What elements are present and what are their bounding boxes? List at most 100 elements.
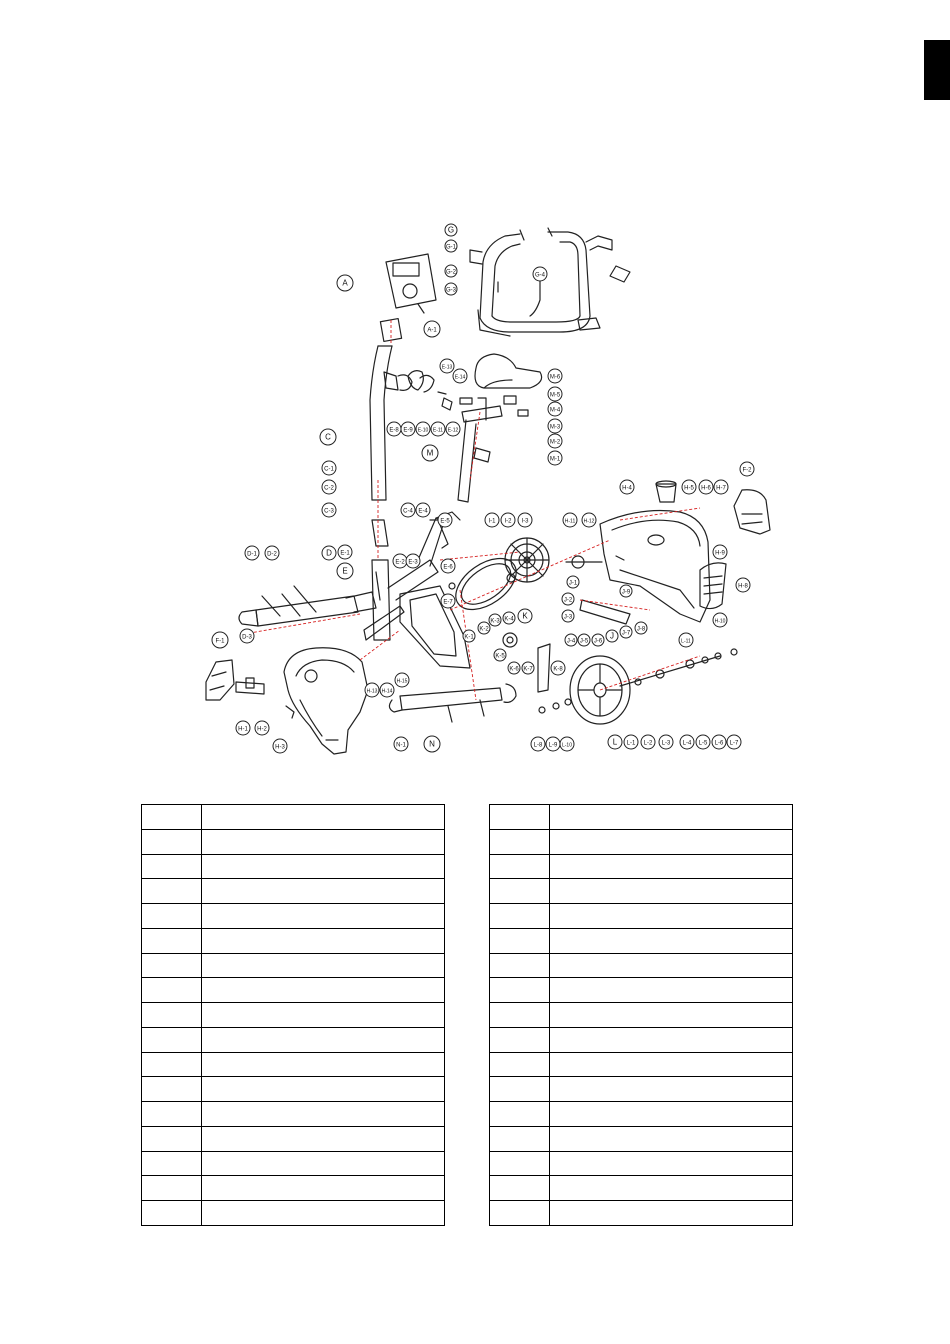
callout-l-1: L-1 [623, 734, 639, 750]
callout-label: D-3 [242, 635, 252, 641]
part-description-cell [549, 977, 793, 1003]
callout-label: H-5 [684, 486, 694, 492]
part-code-cell [141, 952, 202, 979]
callout-c-4: C-4 [400, 502, 416, 518]
callout-i-3: I-3 [517, 512, 533, 528]
right-cover-part [599, 509, 711, 623]
callout-label: J [610, 632, 614, 641]
callout-label: L [613, 738, 618, 747]
callout-k-5: K-5 [493, 648, 507, 662]
callout-label: E-2 [395, 560, 405, 566]
part-code-cell [489, 828, 550, 855]
part-description-cell [549, 1125, 793, 1152]
callout-label: L-3 [662, 741, 671, 747]
crank-part [565, 555, 631, 625]
table-row [489, 903, 793, 929]
callout-label: E [342, 567, 347, 576]
callout-m-5: M-5 [547, 386, 563, 402]
part-code-cell [489, 1002, 550, 1028]
callout-label: M-4 [550, 408, 561, 414]
part-code-cell [141, 1026, 202, 1053]
callout-m: M [421, 444, 439, 462]
callout-m-6: M-6 [547, 368, 563, 384]
part-code-cell [489, 977, 550, 1003]
callout-h-12: H-12 [581, 512, 597, 528]
callout-label: C-3 [324, 509, 334, 515]
table-row [141, 1026, 445, 1053]
callout-label: K-4 [504, 617, 514, 623]
callout-label: L-10 [562, 743, 572, 749]
part-description-cell [201, 927, 445, 954]
callout-label: K-5 [495, 654, 505, 660]
callout-label: J-4 [567, 639, 576, 645]
left-cover-part [283, 647, 369, 755]
left-pedal-part [205, 659, 265, 701]
callout-label: H-2 [257, 727, 267, 733]
callout-label: A-1 [427, 328, 437, 334]
part-code-cell [489, 1200, 550, 1226]
callout-label: E-14 [455, 375, 466, 381]
part-description-cell [549, 1200, 793, 1226]
table-row [141, 1101, 445, 1127]
callout-label: E-10 [418, 428, 429, 434]
callout-l-9: L-9 [545, 736, 561, 752]
callout-label: H-3 [275, 745, 285, 751]
callout-label: E-7 [443, 600, 453, 606]
callout-a-1: A-1 [423, 320, 441, 338]
callout-l-2: L-2 [640, 734, 656, 750]
part-description-cell [201, 1125, 445, 1152]
callout-a: A [336, 274, 354, 292]
part-code-cell [141, 903, 202, 929]
magnet-bracket-part [502, 632, 551, 693]
exploded-view-diagram: AA-1CC-1C-2C-3C-4D-1D-2DD-3EE-1E-2E-3E-4… [205, 223, 771, 755]
callout-label: H-1 [238, 727, 248, 733]
table-row [141, 1200, 445, 1226]
console-part [385, 253, 437, 314]
callout-label: E-3 [408, 560, 418, 566]
callout-label: H-8 [738, 584, 748, 590]
table-row [489, 853, 793, 880]
callout-label: G-4 [535, 273, 546, 279]
table-row [489, 1125, 793, 1152]
part-code-cell [489, 952, 550, 979]
part-code-cell [489, 1101, 550, 1127]
callout-label: F-1 [216, 639, 226, 645]
table-row [141, 1051, 445, 1078]
callout-h-9: H-9 [712, 544, 728, 560]
part-code-cell [141, 853, 202, 880]
part-code-cell [141, 1051, 202, 1078]
callout-h-1: H-1 [235, 720, 251, 736]
callout-label: L-1 [627, 741, 636, 747]
parts-table-left [141, 804, 445, 1226]
part-description-cell [549, 952, 793, 979]
callout-label: K-1 [464, 635, 474, 641]
callout-l-10: L-10 [559, 736, 575, 752]
callout-l-4: L-4 [679, 734, 695, 750]
part-code-cell [141, 1002, 202, 1028]
callout-k-1: K-1 [462, 629, 476, 643]
part-description-cell [549, 1051, 793, 1078]
callout-g-1: G-1 [444, 239, 458, 253]
callout-e-4: E-4 [415, 502, 431, 518]
table-row [489, 1076, 793, 1102]
callout-i-1: I-1 [484, 512, 500, 528]
table-row [489, 1175, 793, 1201]
part-code-cell [141, 1125, 202, 1152]
table-row [489, 1150, 793, 1177]
callout-label: D-1 [247, 552, 257, 558]
part-description-cell [201, 1150, 445, 1177]
part-code-cell [489, 878, 550, 904]
callout-k-6: K-6 [507, 661, 521, 675]
language-tab-marker [924, 40, 950, 100]
part-code-cell [489, 1051, 550, 1078]
table-row [489, 1200, 793, 1226]
part-description-cell [201, 1051, 445, 1078]
callout-label: L-2 [644, 741, 653, 747]
callout-c: C [319, 428, 337, 446]
part-code-cell [489, 853, 550, 880]
callout-label: J-1 [569, 581, 578, 587]
callout-label: H-13 [367, 689, 378, 695]
callout-i-2: I-2 [500, 512, 516, 528]
table-row [141, 1150, 445, 1177]
part-description-cell [201, 1076, 445, 1102]
